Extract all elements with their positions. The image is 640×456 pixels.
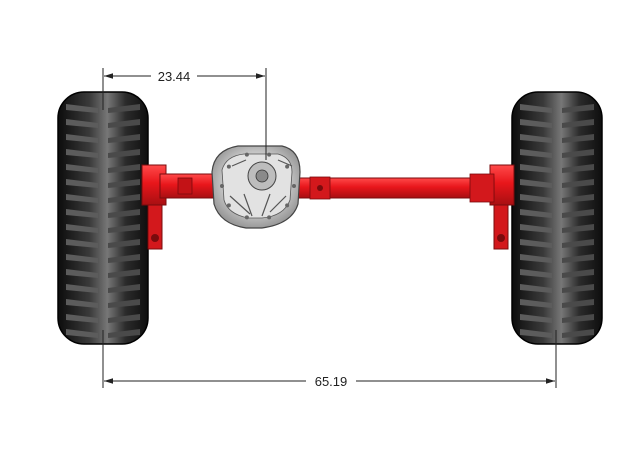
tread-block bbox=[66, 269, 98, 278]
differential-rib bbox=[229, 195, 251, 215]
right-tire-tread bbox=[520, 104, 594, 338]
left-tire bbox=[57, 91, 149, 345]
tread-block bbox=[562, 314, 594, 323]
tread-block bbox=[562, 254, 594, 263]
tread-block bbox=[66, 164, 98, 173]
tread-block bbox=[520, 269, 552, 278]
tread-block bbox=[66, 179, 98, 188]
tread-block bbox=[562, 164, 594, 173]
tread-block bbox=[66, 134, 98, 143]
tread-block bbox=[520, 239, 552, 248]
tread-block bbox=[562, 329, 594, 338]
tread-block bbox=[520, 179, 552, 188]
tread-block bbox=[108, 224, 140, 233]
differential-bolt bbox=[244, 152, 249, 157]
tread-block bbox=[66, 284, 98, 293]
tread-block bbox=[108, 134, 140, 143]
tread-block bbox=[66, 119, 98, 128]
differential-bolt bbox=[267, 152, 272, 157]
differential-bolts bbox=[220, 152, 296, 220]
tread-block bbox=[520, 134, 552, 143]
tread-block bbox=[562, 269, 594, 278]
tread-block bbox=[66, 104, 98, 113]
tread-block bbox=[66, 194, 98, 203]
tread-block bbox=[520, 224, 552, 233]
left-tire-tread bbox=[66, 104, 140, 338]
tread-block bbox=[108, 254, 140, 263]
tread-block bbox=[108, 284, 140, 293]
differential-housing bbox=[211, 145, 301, 229]
tread-block bbox=[520, 329, 552, 338]
dimension-differential-offset: 23.44 bbox=[102, 68, 267, 160]
differential-bolt bbox=[285, 203, 290, 208]
tread-block bbox=[520, 104, 552, 113]
tread-block bbox=[66, 254, 98, 263]
tread-block bbox=[562, 119, 594, 128]
tread-block bbox=[562, 134, 594, 143]
tread-block bbox=[66, 209, 98, 218]
tread-block bbox=[108, 149, 140, 158]
tread-block bbox=[108, 269, 140, 278]
tread-block bbox=[520, 314, 552, 323]
tread-block bbox=[562, 284, 594, 293]
tread-block bbox=[108, 239, 140, 248]
tread-block bbox=[108, 314, 140, 323]
differential-rib bbox=[243, 193, 253, 217]
differential-rib bbox=[231, 159, 247, 167]
dimension-track-width: 65.19 bbox=[102, 330, 557, 389]
differential-rib bbox=[261, 193, 271, 217]
tread-block bbox=[520, 299, 552, 308]
tread-block bbox=[562, 149, 594, 158]
tread-block bbox=[108, 104, 140, 113]
tread-block bbox=[520, 194, 552, 203]
tread-block bbox=[66, 329, 98, 338]
tread-block bbox=[562, 209, 594, 218]
tread-block bbox=[108, 299, 140, 308]
differential-bolt bbox=[226, 164, 231, 169]
tread-block bbox=[562, 224, 594, 233]
differential-bolt bbox=[285, 164, 290, 169]
track-width-label: 65.19 bbox=[315, 374, 348, 389]
tread-block bbox=[562, 194, 594, 203]
tread-block bbox=[66, 149, 98, 158]
tread-block bbox=[108, 329, 140, 338]
differential-bolt bbox=[267, 215, 272, 220]
differential-offset-label: 23.44 bbox=[158, 69, 191, 84]
tread-block bbox=[108, 194, 140, 203]
tread-block bbox=[520, 284, 552, 293]
differential-bolt bbox=[220, 184, 224, 188]
tread-block bbox=[562, 299, 594, 308]
tread-block bbox=[66, 239, 98, 248]
differential-rib bbox=[269, 195, 287, 213]
tread-block bbox=[520, 254, 552, 263]
differential-bolt bbox=[292, 184, 296, 188]
axle-housing bbox=[141, 164, 515, 250]
tread-block bbox=[66, 224, 98, 233]
tread-block bbox=[520, 149, 552, 158]
tread-block bbox=[562, 239, 594, 248]
right-tire bbox=[511, 91, 603, 345]
tread-block bbox=[520, 119, 552, 128]
differential-bolt bbox=[226, 203, 231, 208]
tread-block bbox=[562, 179, 594, 188]
tread-block bbox=[562, 104, 594, 113]
differential-bolt bbox=[244, 215, 249, 220]
tread-block bbox=[108, 164, 140, 173]
tread-block bbox=[108, 209, 140, 218]
differential-rib bbox=[277, 159, 293, 167]
tread-block bbox=[66, 299, 98, 308]
differential-ribs bbox=[229, 159, 293, 217]
tread-block bbox=[108, 119, 140, 128]
tread-block bbox=[108, 179, 140, 188]
tread-block bbox=[66, 314, 98, 323]
tread-block bbox=[520, 209, 552, 218]
tread-block bbox=[520, 164, 552, 173]
